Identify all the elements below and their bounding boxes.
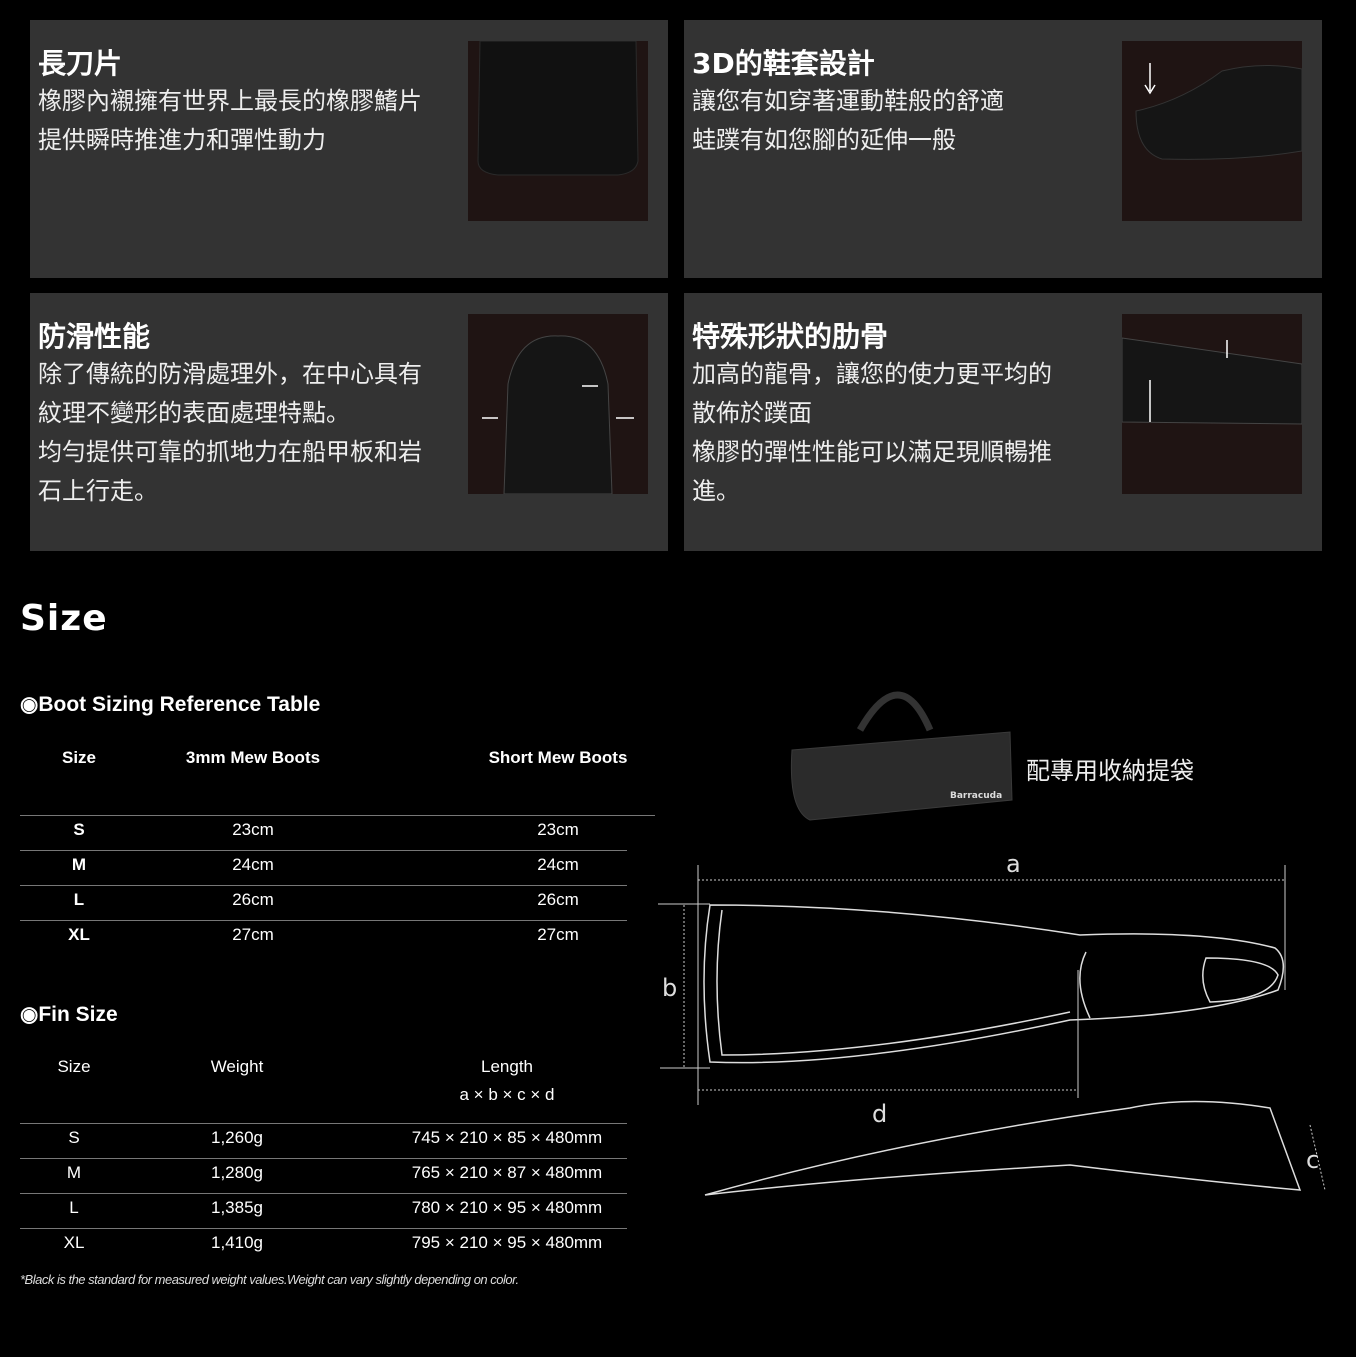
column-header: 3mm Mew Boots	[185, 748, 321, 767]
value-cell: 27cm	[232, 925, 274, 944]
rib-image	[1122, 314, 1302, 494]
feature-description: 讓您有如穿著運動鞋般的舒適 蛙蹼有如您腳的延伸一般	[692, 82, 1122, 160]
column-header: Length	[481, 1057, 533, 1076]
feature-line: 蛙蹼有如您腳的延伸一般	[692, 126, 956, 154]
size-cell: L	[73, 890, 85, 909]
feature-title: 防滑性能	[38, 320, 151, 353]
divider	[20, 815, 655, 816]
feature-line: 橡膠的彈性性能可以滿足現順暢推	[692, 438, 1052, 466]
feature-line: 橡膠內襯擁有世界上最長的橡膠鰭片	[38, 87, 422, 115]
divider	[20, 1228, 627, 1229]
value-cell: 780 × 210 × 95 × 480mm	[411, 1198, 603, 1217]
value-cell: 23cm	[232, 820, 274, 839]
divider	[20, 920, 627, 921]
boot-table-title: ◉Boot Sizing Reference Table	[20, 693, 321, 716]
feature-description: 橡膠內襯擁有世界上最長的橡膠鰭片 提供瞬時推進力和彈性動力	[38, 82, 468, 160]
feature-line: 加高的龍骨，讓您的使力更平均的	[692, 360, 1052, 388]
feature-line: 散佈於蹼面	[692, 399, 812, 427]
feature-panel-anti-slip: 防滑性能 除了傳統的防滑處理外，在中心具有 紋理不變形的表面處理特點。 均勻提供…	[30, 293, 668, 551]
column-header: Weight	[210, 1057, 264, 1076]
feature-description: 除了傳統的防滑處理外，在中心具有 紋理不變形的表面處理特點。 均勻提供可靠的抓地…	[38, 355, 468, 511]
fin-dimension-diagram: a b c d	[658, 850, 1326, 1196]
size-cell: M	[71, 855, 87, 874]
column-header: Size	[57, 1057, 91, 1076]
size-cell: S	[73, 820, 85, 839]
feature-line: 均勻提供可靠的抓地力在船甲板和岩	[38, 438, 422, 466]
divider	[20, 1158, 627, 1159]
value-cell: 1,260g	[211, 1128, 263, 1147]
value-cell: 765 × 210 × 87 × 480mm	[411, 1163, 603, 1182]
value-cell: 1,410g	[211, 1233, 263, 1252]
feature-title: 長刀片	[38, 47, 123, 80]
feature-panel-long-blade: 長刀片 橡膠內襯擁有世界上最長的橡膠鰭片 提供瞬時推進力和彈性動力	[30, 20, 668, 278]
bag-image: Barracuda	[780, 670, 1020, 825]
weight-footnote: *Black is the standard for measured weig…	[20, 1272, 519, 1287]
feature-line: 提供瞬時推進力和彈性動力	[38, 126, 326, 154]
size-cell: XL	[63, 1233, 85, 1252]
feature-description: 加高的龍骨，讓您的使力更平均的 散佈於蹼面 橡膠的彈性性能可以滿足現順暢推 進。	[692, 355, 1122, 511]
feature-title: 3D的鞋套設計	[692, 47, 875, 80]
column-header: Size	[61, 748, 97, 767]
feature-panel-ribs: 特殊形狀的肋骨 加高的龍骨，讓您的使力更平均的 散佈於蹼面 橡膠的彈性性能可以滿…	[684, 293, 1322, 551]
feature-line: 進。	[692, 477, 740, 505]
size-cell: L	[69, 1198, 79, 1217]
value-cell: 26cm	[537, 890, 579, 909]
value-cell: 27cm	[537, 925, 579, 944]
dimension-label-c: c	[1306, 1146, 1319, 1174]
dimension-label-b: b	[662, 974, 677, 1002]
value-cell: 795 × 210 × 95 × 480mm	[411, 1233, 603, 1252]
size-cell: XL	[68, 925, 90, 944]
divider	[20, 1123, 627, 1124]
blade-image	[468, 41, 648, 221]
feature-panel-3d-boot: 3D的鞋套設計 讓您有如穿著運動鞋般的舒適 蛙蹼有如您腳的延伸一般	[684, 20, 1322, 278]
value-cell: 1,385g	[211, 1198, 263, 1217]
sole-image	[468, 314, 648, 494]
bag-brand-logo: Barracuda	[950, 791, 1002, 801]
feature-line: 石上行走。	[38, 477, 158, 505]
feature-title: 特殊形狀的肋骨	[692, 320, 889, 353]
value-cell: 24cm	[232, 855, 274, 874]
feature-line: 除了傳統的防滑處理外，在中心具有	[38, 360, 422, 388]
value-cell: 1,280g	[211, 1163, 263, 1182]
value-cell: 23cm	[537, 820, 579, 839]
divider	[20, 1193, 627, 1194]
bag-caption: 配專用收納提袋	[1026, 757, 1194, 785]
fin-table-title: ◉Fin Size	[20, 1003, 118, 1026]
value-cell: 26cm	[232, 890, 274, 909]
feature-line: 紋理不變形的表面處理特點。	[38, 399, 350, 427]
dimension-label-d: d	[872, 1100, 887, 1128]
value-cell: 24cm	[537, 855, 579, 874]
boot-image	[1122, 41, 1302, 221]
size-heading: Size	[20, 598, 108, 639]
feature-line: 讓您有如穿著運動鞋般的舒適	[692, 87, 1004, 115]
value-cell: 745 × 210 × 85 × 480mm	[411, 1128, 603, 1147]
divider	[20, 850, 627, 851]
size-cell: M	[66, 1163, 82, 1182]
size-cell: S	[68, 1128, 80, 1147]
column-header: Short Mew Boots	[488, 748, 628, 767]
dimension-label-a: a	[1006, 850, 1021, 878]
divider	[20, 885, 627, 886]
length-subheader: a × b × c × d	[459, 1085, 555, 1104]
